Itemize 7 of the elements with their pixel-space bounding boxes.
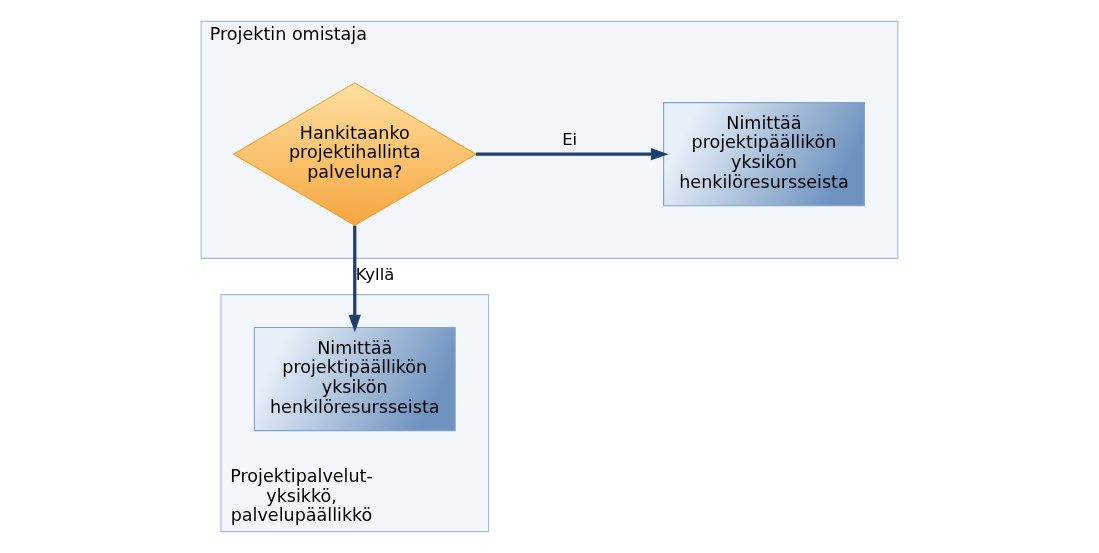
arrow: [475, 148, 669, 161]
edge-label: Ei: [562, 130, 578, 150]
node-box: Nimittää projektipäällikön yksikön henkilöresursseista: [663, 102, 865, 207]
node-box: Nimittää projektipäällikön yksikön henkilöresursseista: [253, 326, 456, 432]
node-diamond: Hankitaanko projektihallinta palveluna?: [232, 82, 477, 227]
edge-label: Kyllä: [355, 265, 395, 285]
arrow: [348, 225, 361, 333]
